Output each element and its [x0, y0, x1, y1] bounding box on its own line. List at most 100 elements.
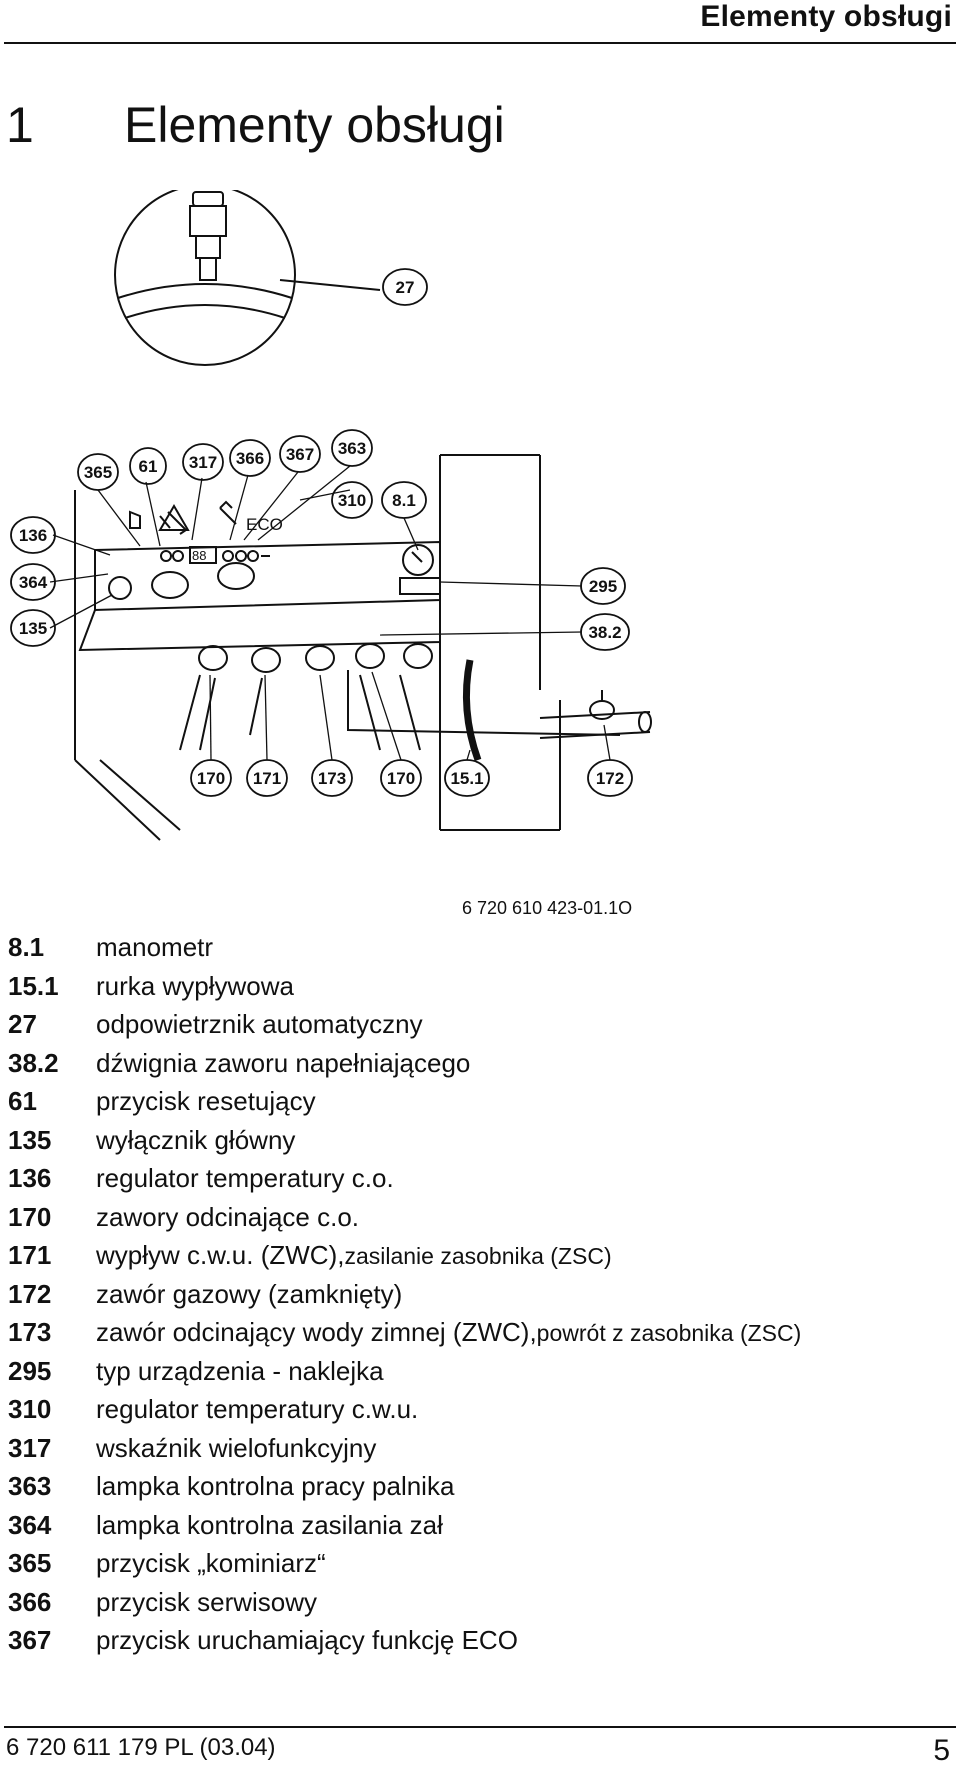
- legend-key: 171: [8, 1240, 52, 1270]
- eco-label: ECO: [246, 515, 283, 534]
- callout-27: [382, 268, 428, 306]
- callout-170a: [190, 759, 232, 797]
- page-header-title: Elementy obsługi: [700, 0, 952, 33]
- legend-key: 8.1: [8, 932, 45, 962]
- control-panel: [78, 500, 441, 652]
- callout-136: [10, 516, 56, 554]
- legend-item: 363 lampka kontrolna pracy palnika: [8, 1471, 960, 1510]
- legend-desc: przycisk „kominiarz“: [96, 1548, 326, 1578]
- legend-item: 38.2 dźwignia zaworu napełniającego: [8, 1048, 960, 1087]
- callout-367: [279, 435, 321, 473]
- callout-15-1-label: 15.1: [450, 769, 483, 788]
- legend-key: 135: [8, 1124, 52, 1155]
- legend-desc: wyłącznik główny: [96, 1124, 296, 1155]
- legend-desc: lampka kontrolna pracy palnika: [96, 1471, 455, 1501]
- callout-170a-label: 170: [197, 769, 225, 788]
- legend-key: 317: [8, 1432, 52, 1463]
- callout-170b: [380, 759, 422, 797]
- legend-key: 15.1: [8, 970, 59, 1001]
- pipe-connections: [179, 643, 652, 762]
- legend-key: 367: [8, 1625, 52, 1655]
- callout-173-label: 173: [318, 769, 346, 788]
- callout-366-label: 366: [236, 449, 264, 468]
- callout-38-2: [580, 613, 630, 651]
- legend-desc: wskaźnik wielofunkcyjny: [96, 1432, 377, 1463]
- legend-desc: typ urządzenia - naklejka: [96, 1355, 384, 1386]
- callout-15-1: [444, 759, 490, 797]
- legend-item: 8.1 manometr: [8, 932, 960, 971]
- legend-desc: zawory odcinające c.o.: [96, 1201, 360, 1232]
- callout-363-label: 363: [338, 439, 366, 458]
- callout-365-label: 365: [84, 463, 112, 482]
- display-digits: 88: [192, 548, 206, 563]
- legend-key: 38.2: [8, 1047, 59, 1078]
- legend-item: 61 przycisk resetujący: [8, 1086, 960, 1125]
- boiler-diagram: 88 ECO: [10, 190, 652, 841]
- callout-367-label: 367: [286, 445, 314, 464]
- legend-key: 136: [8, 1163, 52, 1193]
- legend-key: 61: [8, 1086, 37, 1116]
- callout-8-1: [381, 481, 427, 519]
- callout-365: [77, 453, 119, 491]
- callout-38-2-label: 38.2: [588, 623, 621, 642]
- legend-key: 365: [8, 1548, 52, 1578]
- legend-note: powrót z zasobnika (ZSC): [536, 1320, 802, 1346]
- legend-key: 364: [8, 1509, 52, 1540]
- callout-135: [10, 609, 56, 647]
- legend-key: 310: [8, 1394, 52, 1424]
- callout-136-label: 136: [19, 526, 47, 545]
- legend-key: 27: [8, 1009, 37, 1039]
- callout-61-label: 61: [139, 457, 158, 476]
- legend-item: 310 regulator temperatury c.w.u.: [8, 1394, 960, 1433]
- callout-61: [129, 447, 167, 485]
- legend-desc: przycisk resetujący: [96, 1086, 316, 1116]
- section-title: Elementy obsługi: [124, 97, 505, 153]
- legend-key: 366: [8, 1586, 52, 1617]
- callout-364: [10, 563, 56, 601]
- legend-desc: przycisk serwisowy: [96, 1586, 318, 1617]
- legend-key: 295: [8, 1355, 52, 1386]
- callout-295: [580, 567, 626, 605]
- callout-172-label: 172: [596, 769, 624, 788]
- legend-note: zasilanie zasobnika (ZSC): [344, 1243, 612, 1269]
- legend-item: 367 przycisk uruchamiający funkcję ECO: [8, 1625, 960, 1664]
- legend-key: 170: [8, 1201, 52, 1232]
- callout-317: [182, 443, 224, 481]
- legend-desc: regulator temperatury c.o.: [96, 1163, 394, 1193]
- legend-list: 8.1 manometr 15.1 rurka wypływowa 27 odpowi…: [8, 932, 960, 1664]
- footer-divider: [4, 1726, 956, 1728]
- legend-item: 171 wypływ c.w.u. (ZWC), zasilanie zasobn…: [8, 1240, 960, 1279]
- callout-310: [331, 481, 373, 519]
- legend-desc: zawór odcinający wody zimnej (ZWC),: [96, 1317, 537, 1347]
- callout-317-label: 317: [189, 453, 217, 472]
- callout-27-label: 27: [396, 278, 415, 297]
- legend-desc: przycisk uruchamiający funkcję ECO: [96, 1625, 518, 1655]
- legend-item: 135 wyłącznik główny: [8, 1125, 960, 1164]
- legend-desc: regulator temperatury c.w.u.: [96, 1394, 419, 1424]
- legend-key: 363: [8, 1471, 52, 1501]
- callout-363: [331, 429, 373, 467]
- legend-item: 317 wskaźnik wielofunkcyjny: [8, 1433, 960, 1472]
- callout-135-label: 135: [19, 619, 47, 638]
- callout-8-1-label: 8.1: [392, 491, 416, 510]
- section-number: 1: [6, 97, 34, 153]
- page-number: 5: [933, 1734, 950, 1767]
- legend-desc: dźwignia zaworu napełniającego: [96, 1047, 471, 1078]
- header-divider: [4, 42, 956, 44]
- callout-172: [587, 759, 633, 797]
- callout-173: [311, 759, 353, 797]
- legend-key: 172: [8, 1278, 52, 1309]
- legend-item: 295 typ urządzenia - naklejka: [8, 1356, 960, 1395]
- callout-171: [246, 759, 288, 797]
- callout-364-label: 364: [19, 573, 48, 592]
- legend-desc: wypływ c.w.u. (ZWC),: [96, 1240, 345, 1270]
- legend-item: 15.1 rurka wypływowa: [8, 971, 960, 1010]
- legend-desc: odpowietrznik automatyczny: [96, 1009, 423, 1039]
- legend-desc: manometr: [96, 932, 214, 962]
- legend-desc: rurka wypływowa: [96, 970, 294, 1001]
- legend-item: 366 przycisk serwisowy: [8, 1587, 960, 1626]
- footer-doc-code: 6 720 611 179 PL (03.04): [6, 1734, 276, 1761]
